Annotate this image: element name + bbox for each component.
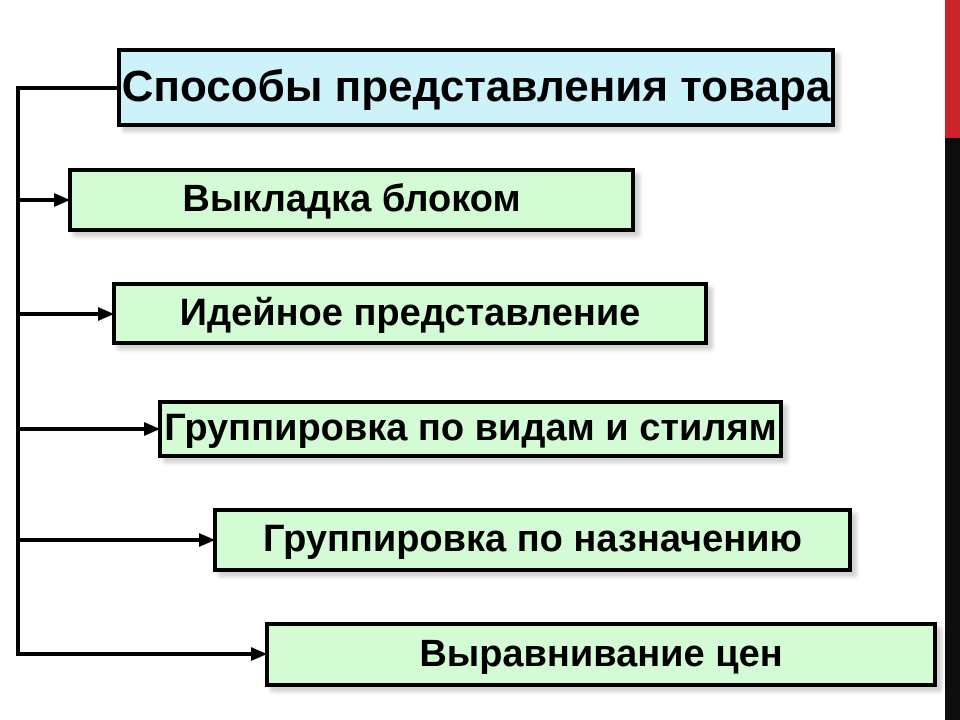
arrowhead-icon <box>199 533 215 547</box>
branch-line <box>16 312 101 316</box>
arrowhead-icon <box>54 193 70 207</box>
item-label: Группировка по назначению <box>263 518 802 561</box>
item-box-block-display: Выкладка блоком <box>68 168 635 232</box>
item-box-grouping-purpose: Группировка по назначению <box>213 508 852 572</box>
slide-accent-black-bar <box>945 138 960 720</box>
connector-branch-1 <box>16 193 70 207</box>
item-box-idea-presentation: Идейное представление <box>112 282 708 345</box>
connector-branch-2 <box>16 307 114 321</box>
connector-branch-3 <box>16 422 160 436</box>
slide-accent-red-bar <box>945 0 960 138</box>
item-box-grouping-types-styles: Группировка по видам и стилям <box>158 400 783 458</box>
title-label: Способы представления товара <box>121 62 831 112</box>
branch-line <box>16 198 57 202</box>
arrowhead-icon <box>251 647 267 661</box>
item-label: Выкладка блоком <box>182 178 521 221</box>
connector-title-line <box>16 86 117 90</box>
branch-line <box>16 538 202 542</box>
arrowhead-icon <box>98 307 114 321</box>
branch-line <box>16 427 147 431</box>
connector-branch-4 <box>16 533 215 547</box>
connector-trunk-line <box>16 86 20 656</box>
connector-branch-5 <box>16 647 267 661</box>
item-box-price-alignment: Выравнивание цен <box>265 622 937 687</box>
arrowhead-icon <box>144 422 160 436</box>
item-label: Группировка по видам и стилям <box>164 407 777 450</box>
item-label: Идейное представление <box>179 291 641 334</box>
branch-line <box>16 652 254 656</box>
title-box: Способы представления товара <box>117 48 835 127</box>
item-label: Выравнивание цен <box>419 632 783 675</box>
